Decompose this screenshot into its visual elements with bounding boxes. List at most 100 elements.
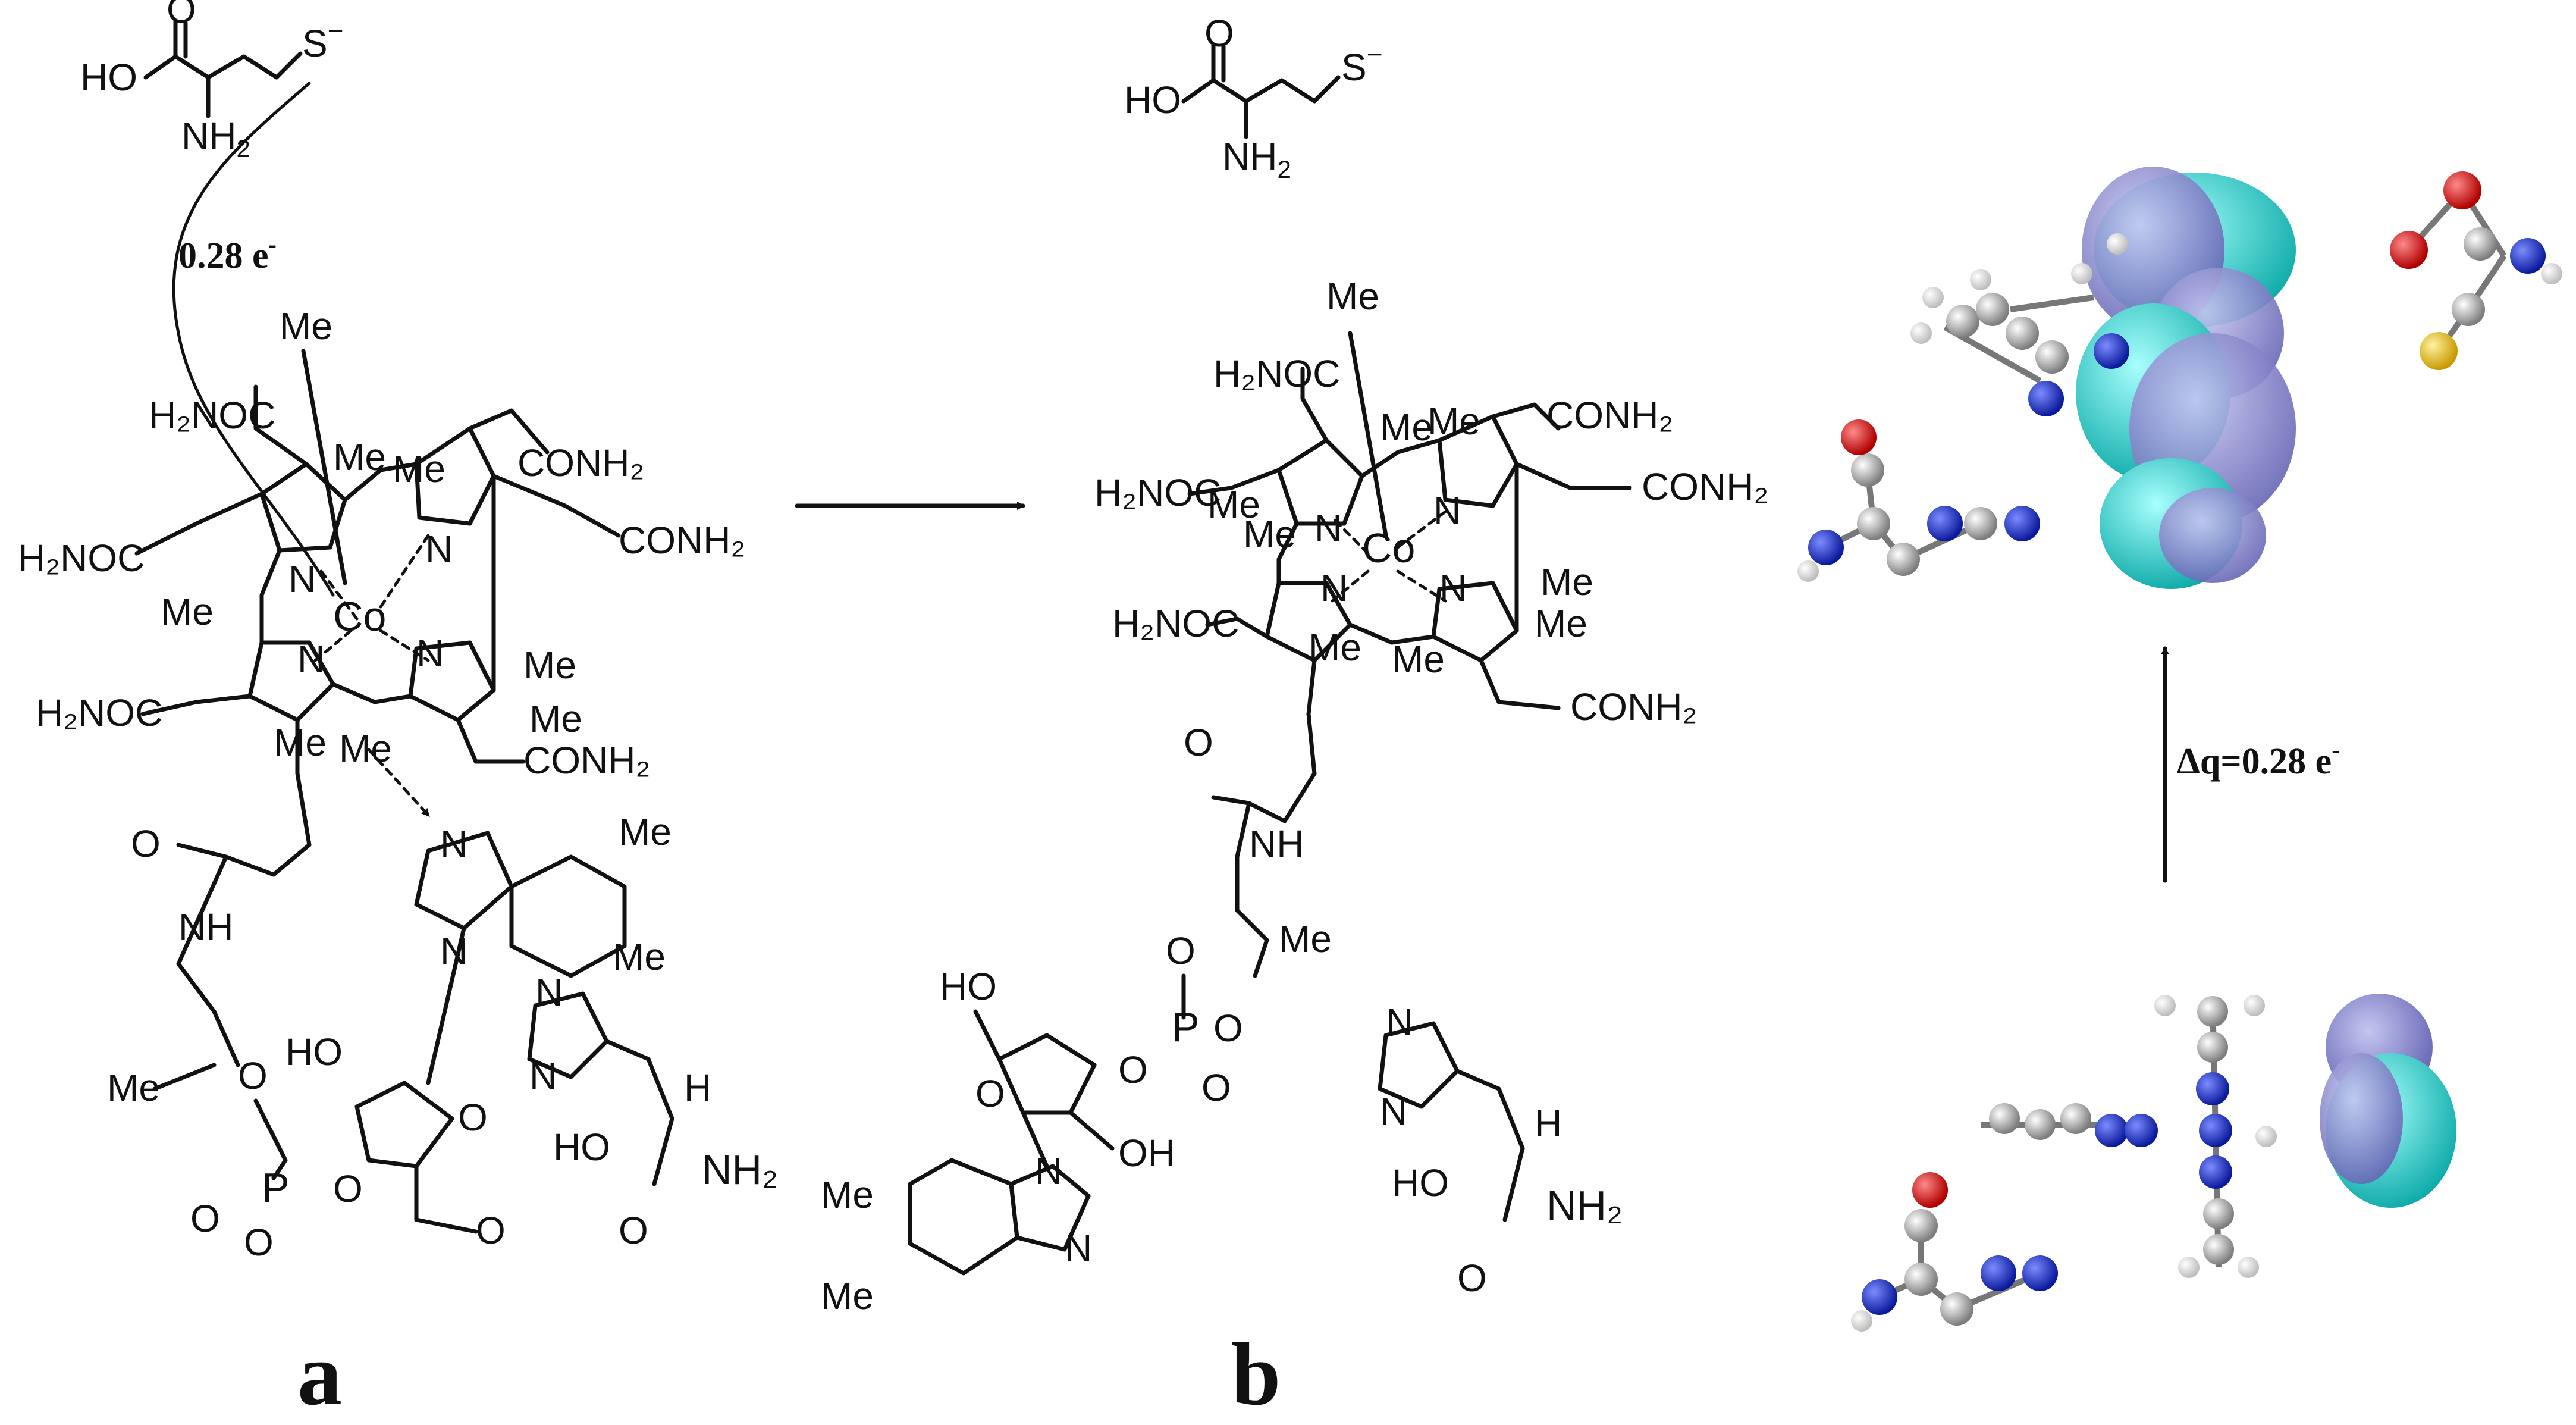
ribose-oh-b: OH [1118, 1132, 1175, 1175]
p-o1-b: O [1118, 1048, 1148, 1091]
dashed-arrow-a [367, 748, 430, 817]
panel-label-a: a [297, 1325, 342, 1424]
bzim-me1-b: Me [821, 1173, 874, 1216]
conh2-a2: CONH₂ [619, 519, 745, 562]
bzim-me2-a: Me [613, 935, 666, 978]
h2noc-a1: H₂NOC [149, 394, 275, 437]
corrin-ring-b: Co N N N N H₂NOC H₂NOC H₂NOC CONH₂ CONH₂… [1094, 352, 1768, 776]
amide-o-b: O [1184, 721, 1213, 764]
me-a5: Me [529, 697, 582, 740]
ball-stick-ligand-top [1910, 233, 2129, 416]
homocys-a-o: O [167, 0, 196, 31]
n3-b: N [1439, 566, 1467, 609]
axial-me-a: Me [280, 305, 332, 347]
homocys-a-ho: HO [80, 56, 137, 99]
conh2-a3: CONH₂ [523, 739, 650, 782]
ball-stick-his-bottom [1851, 1172, 2058, 1332]
axial-me-b: Me [1326, 275, 1379, 318]
nucleotide-tail-a: O NH Me O P O O O HO O O N N Me Me [107, 810, 672, 1264]
panel-c: Δq=0.28 e- [1797, 167, 2562, 1332]
me-b1: Me [1380, 406, 1433, 449]
me-b8: Me [1392, 638, 1445, 681]
me-a6: Me [274, 721, 327, 764]
panel-label-b: b [1231, 1325, 1281, 1424]
ribose-ho-b: HO [940, 965, 997, 1008]
p-o1-a: O [190, 1197, 220, 1240]
me-b4: Me [1243, 513, 1296, 556]
orbital-model-bottom [2320, 994, 2456, 1208]
me-a2: Me [393, 447, 445, 490]
phosphorus-b: P [1172, 1004, 1200, 1050]
homocysteine-b: HO O NH2 S− [1124, 12, 1383, 183]
me-a7: Me [339, 727, 392, 770]
me-b3: Me [1207, 483, 1260, 526]
me-b2: Me [1427, 400, 1480, 443]
panel-a: HO O NH2 S− 0.28 e- Me Co N N N N H₂ [18, 0, 778, 1424]
conh2-a1: CONH₂ [517, 441, 644, 484]
histidine-b: N N H NH₂ HO O [1378, 1001, 1623, 1299]
amide-nh-a: NH [178, 906, 233, 948]
me-a4: Me [523, 644, 576, 687]
ball-stick-complex-bottom [1981, 995, 2277, 1278]
his-ho-a: HO [553, 1126, 610, 1169]
electron-transfer-curve-a [172, 82, 335, 597]
ribose-o-b: O [975, 1072, 1005, 1115]
h2noc-a3: H₂NOC [36, 691, 162, 734]
his-o-a: O [619, 1209, 648, 1252]
nucleotide-tail-b: O NH O Me P O O O HO O OH N N Me Me [821, 721, 1332, 1317]
n4-a: N [297, 638, 325, 681]
tail-o-b: O [1166, 929, 1196, 972]
his-ho-b: HO [1392, 1161, 1449, 1204]
his-n1-b: N [1386, 1001, 1413, 1044]
bzim-me2-b: Me [821, 1274, 874, 1317]
p-o3-b: O [1213, 1007, 1243, 1050]
n2-a: N [425, 528, 453, 571]
bzim-n1-a: N [440, 822, 467, 865]
ribose-ho-a: HO [285, 1031, 343, 1073]
me-a3: Me [161, 590, 214, 633]
cobalt-b: Co [1362, 525, 1415, 571]
n4-b: N [1320, 566, 1348, 609]
homocys-a-s: S− [302, 15, 344, 65]
conh2-b3: CONH₂ [1570, 685, 1697, 728]
tail-me-a: Me [107, 1066, 160, 1109]
homocys-a-nh: NH2 [181, 114, 250, 162]
homocys-b-ho: HO [1124, 79, 1181, 121]
panel-b: HO O NH2 S− Me Co N N N N H₂NOC H₂NOC H₂… [821, 12, 1768, 1424]
ribose-o2-a: O [476, 1209, 506, 1252]
amide-nh-b: NH [1249, 822, 1304, 865]
ball-stick-his-top [1797, 419, 2040, 582]
bzim-me1-a: Me [619, 810, 672, 853]
his-o-b: O [1457, 1257, 1487, 1299]
tail-me-b: Me [1279, 917, 1332, 960]
n3-a: N [416, 632, 444, 675]
h2noc-b2: H₂NOC [1094, 471, 1221, 514]
amide-o-a: O [131, 822, 161, 865]
conh2-b1: CONH₂ [1546, 394, 1673, 437]
p-o2-a: O [244, 1221, 274, 1264]
tail-o-a: O [238, 1054, 268, 1097]
homocys-b-s: S− [1341, 39, 1383, 89]
p-o3-a: O [333, 1167, 363, 1210]
n1-a: N [288, 558, 316, 600]
his-nh2-a: NH₂ [702, 1147, 778, 1193]
transfer-label-a: 0.28 e- [178, 231, 277, 276]
me-b6: Me [1535, 602, 1587, 645]
me-b5: Me [1540, 560, 1593, 603]
his-h-a: H [684, 1066, 711, 1109]
his-n1-a: N [535, 971, 563, 1014]
me-b7: Me [1309, 626, 1361, 669]
me-a1: Me [333, 436, 386, 478]
axial-me-bond-b [1348, 331, 1388, 538]
n2-b: N [1433, 489, 1461, 532]
his-nh2-b: NH₂ [1546, 1182, 1623, 1229]
p-o2-b: O [1201, 1066, 1231, 1109]
orbital-model-top [2076, 167, 2296, 589]
conh2-b2: CONH₂ [1642, 465, 1768, 508]
n1-b: N [1314, 507, 1342, 550]
bzim-n2-a: N [440, 929, 467, 972]
histidine-a: N N H NH₂ HO O [527, 971, 778, 1252]
bzim-n2-b: N [1065, 1227, 1092, 1270]
phosphorus-a: P [262, 1164, 290, 1211]
